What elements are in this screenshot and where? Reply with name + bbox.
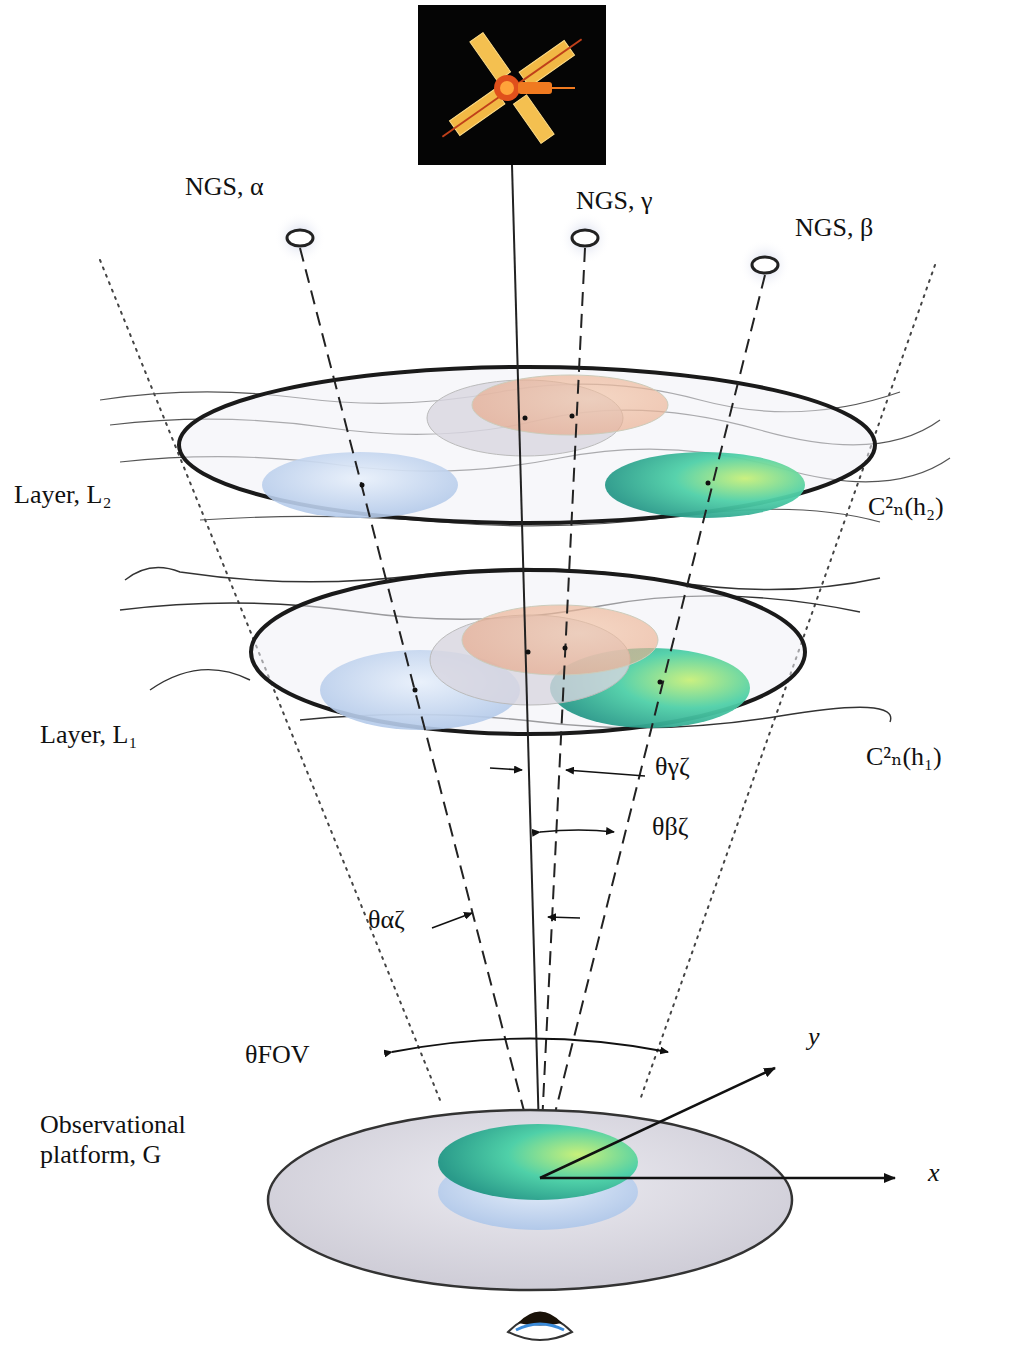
star-label: NGS, γ (576, 186, 653, 216)
layer-label: Layer, L₂ (14, 480, 112, 510)
star-label: NGS, β (795, 213, 873, 243)
axis-label: y (808, 1022, 820, 1052)
angle-label: θγζ (655, 752, 690, 782)
axis-label: x (928, 1158, 940, 1188)
star-label: NGS, α (185, 172, 264, 202)
platform-label: Observational platform, G (40, 1110, 270, 1170)
layer-label: Layer, L₁ (40, 720, 138, 750)
angle-label: θFOV (245, 1040, 309, 1070)
cn2-label: C²ₙ(h₁) (866, 742, 942, 772)
cn2-label: C²ₙ(h₂) (868, 492, 944, 522)
angle-label: θαζ (368, 905, 405, 935)
angle-label: θβζ (652, 812, 688, 842)
